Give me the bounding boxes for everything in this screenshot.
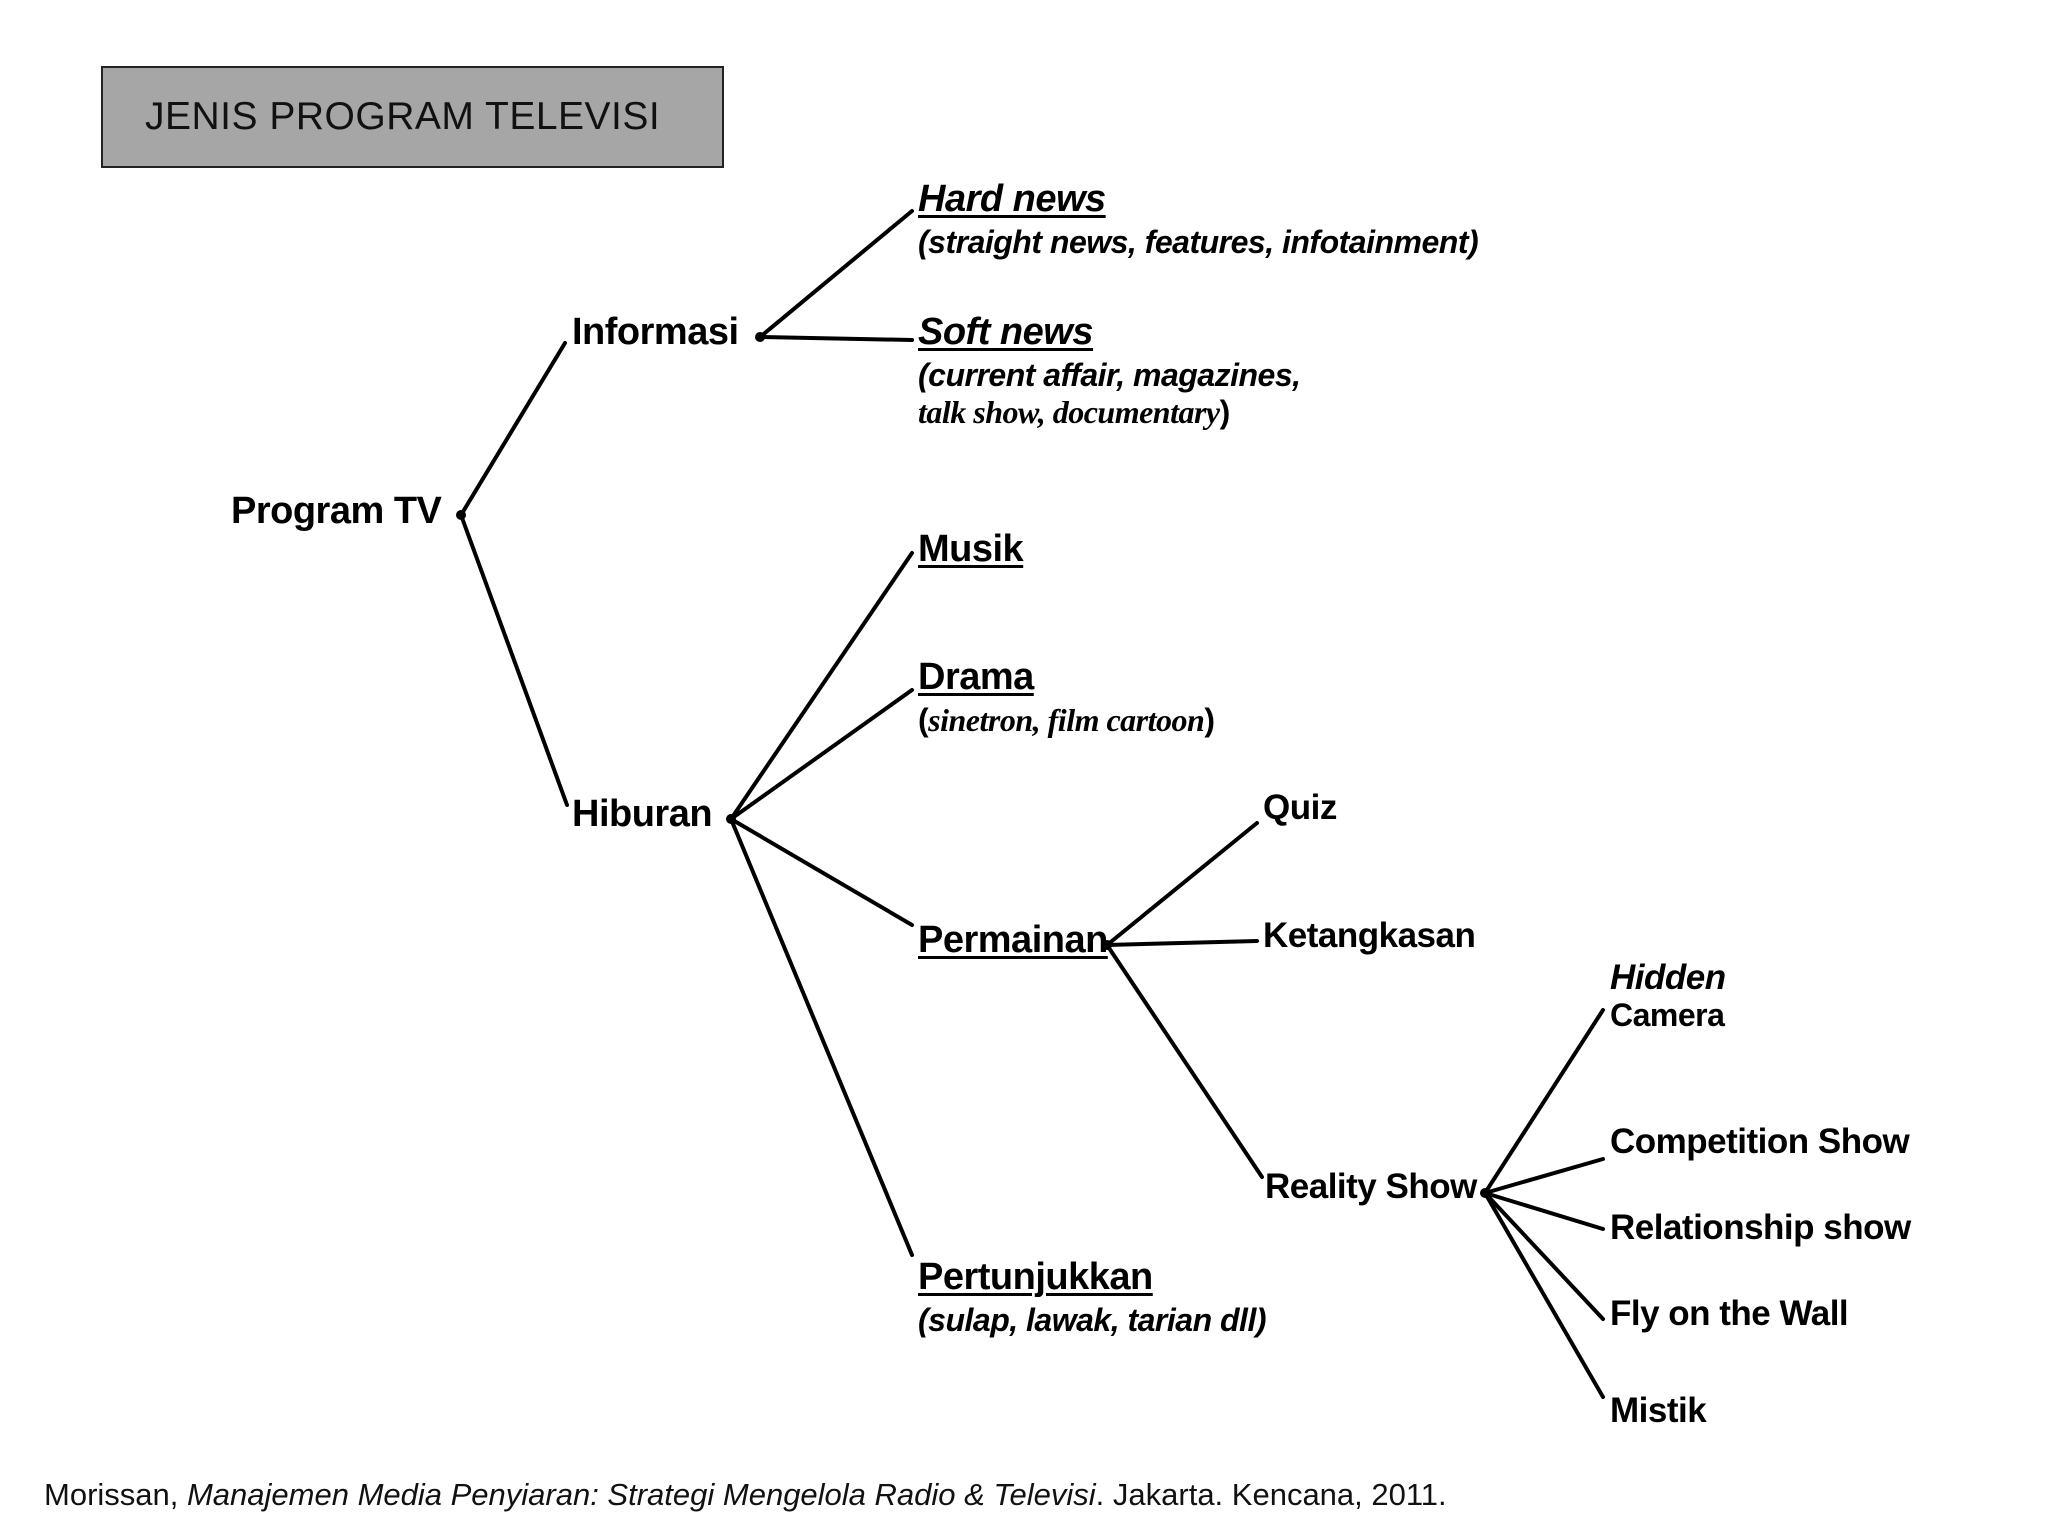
- node-drama: Drama (sinetron, film cartoon): [918, 656, 1215, 738]
- node-pertunjukkan: Pertunjukkan (sulap, lawak, tarian dll): [918, 1256, 1266, 1338]
- node-competition-show: Competition Show: [1610, 1122, 1910, 1161]
- hidden-camera-line2: Camera: [1610, 996, 1725, 1033]
- node-hidden-camera: Hidden Camera: [1610, 958, 1726, 1033]
- node-relationship-show: Relationship show: [1610, 1208, 1911, 1247]
- edge-reality-competition: [1483, 1157, 1605, 1195]
- node-quiz: Quiz: [1263, 788, 1337, 827]
- hard-news-detail: (straight news, features, infotainment): [918, 223, 1479, 260]
- citation: Morissan, Manajemen Media Penyiaran: Str…: [44, 1477, 1447, 1513]
- node-musik: Musik: [918, 528, 1024, 570]
- citation-author: Morissan,: [44, 1477, 187, 1512]
- edge-reality-hidden: [1483, 1008, 1605, 1195]
- pertunjukkan-detail: (sulap, lawak, tarian dll): [918, 1301, 1266, 1338]
- soft-news-detail-line2: talk show, documentary: [918, 394, 1220, 431]
- edge-permainan-quiz: [1105, 821, 1259, 947]
- edge-hiburan-musik: [729, 551, 914, 821]
- node-informasi: Informasi: [572, 311, 739, 353]
- hidden-camera-line1: Hidden: [1610, 958, 1726, 997]
- diagram-title-box: JENIS PROGRAM TELEVISI: [101, 66, 724, 168]
- node-fly-on-the-wall: Fly on the Wall: [1610, 1294, 1849, 1333]
- citation-book-title: Manajemen Media Penyiaran: Strategi Meng…: [186, 1477, 1096, 1512]
- soft-news-detail-line1: (current affair, magazines,: [918, 356, 1301, 393]
- node-program-tv: Program TV: [231, 490, 442, 532]
- edge-reality-fly: [1483, 1191, 1605, 1321]
- node-permainan: Permainan: [918, 919, 1108, 961]
- edge-hiburan-pertunjukkan: [729, 817, 914, 1257]
- edge-hiburan-permainan: [729, 817, 914, 927]
- citation-publisher: . Jakarta. Kencana, 2011.: [1095, 1477, 1447, 1512]
- node-reality-show: Reality Show: [1265, 1167, 1477, 1206]
- edge-hiburan-drama: [729, 688, 914, 821]
- hard-news-label: Hard news: [918, 178, 1106, 220]
- edge-reality-mistik: [1483, 1191, 1605, 1399]
- edge-permainan-ketangkasan: [1105, 939, 1259, 947]
- edge-permainan-reality: [1105, 943, 1264, 1179]
- soft-news-label: Soft news: [918, 311, 1093, 353]
- edge-root-hiburan: [459, 513, 569, 807]
- pertunjukkan-label: Pertunjukkan: [918, 1256, 1153, 1298]
- node-hard-news: Hard news (straight news, features, info…: [918, 178, 1479, 260]
- drama-label: Drama: [918, 656, 1034, 698]
- edge-informasi-softnews: [758, 335, 914, 342]
- edge-root-informasi: [459, 341, 567, 517]
- node-hiburan: Hiburan: [572, 793, 713, 835]
- drama-detail: sinetron, film cartoon: [928, 701, 1205, 738]
- edge-informasi-hardnews: [758, 209, 914, 339]
- node-soft-news: Soft news (current affair, magazines, ta…: [918, 311, 1301, 431]
- node-mistik: Mistik: [1610, 1391, 1707, 1430]
- node-ketangkasan: Ketangkasan: [1263, 916, 1476, 955]
- edge-reality-relationship: [1483, 1191, 1605, 1231]
- diagram-title: JENIS PROGRAM TELEVISI: [145, 95, 661, 138]
